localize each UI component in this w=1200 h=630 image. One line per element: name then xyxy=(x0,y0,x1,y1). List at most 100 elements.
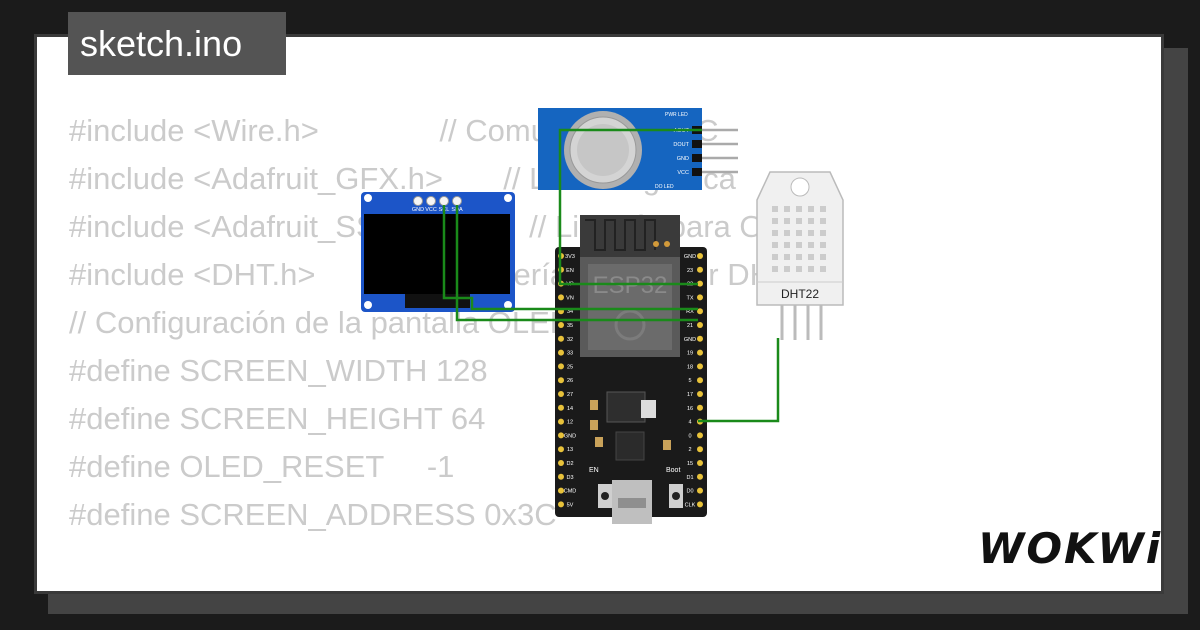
esp32-pin[interactable] xyxy=(697,501,703,508)
dht22-vent xyxy=(772,254,778,260)
dht22-vent xyxy=(796,242,802,248)
dht22-vent xyxy=(772,266,778,272)
esp32-pin[interactable] xyxy=(558,446,564,453)
wires xyxy=(442,128,780,423)
wokwi-logo: WOKWi xyxy=(978,524,1163,573)
esp32-pin[interactable] xyxy=(697,363,703,370)
esp32-pin-label: 0 xyxy=(688,433,691,439)
esp32-pin[interactable] xyxy=(558,391,564,397)
esp32-pin-label: 23 xyxy=(687,268,693,274)
dht22-vent xyxy=(784,254,790,260)
esp32-pin[interactable] xyxy=(558,335,564,342)
esp32-pin[interactable] xyxy=(558,473,564,480)
esp32-pin-label: 15 xyxy=(687,461,693,467)
file-tab-label: sketch.ino xyxy=(80,23,243,64)
esp32-pin-label: 26 xyxy=(567,378,573,384)
esp32-pin[interactable] xyxy=(558,349,564,356)
file-tab[interactable]: sketch.ino xyxy=(68,12,286,75)
esp32-pin[interactable] xyxy=(558,418,564,425)
oled-pin-label: VCC xyxy=(425,207,437,213)
dht22-vent xyxy=(772,218,778,224)
esp32-chip-label: ESP32 xyxy=(593,272,668,299)
esp32-pin[interactable] xyxy=(697,308,703,315)
esp32-pin-label: 18 xyxy=(687,364,693,370)
esp32-pin[interactable] xyxy=(558,322,564,328)
esp32-pin-label: 14 xyxy=(567,406,573,412)
wire-oled-scl xyxy=(442,205,698,311)
esp32-pin[interactable] xyxy=(558,487,564,494)
gas-pin-header[interactable] xyxy=(692,140,702,148)
oled-pin[interactable] xyxy=(439,196,449,206)
esp32-pin-label: 33 xyxy=(567,351,573,357)
wire-gas-aout xyxy=(558,128,702,286)
esp32-pin-label: D1 xyxy=(686,475,693,481)
dht22-vent xyxy=(772,242,778,248)
esp32-pin[interactable] xyxy=(697,253,703,259)
esp32-pin[interactable] xyxy=(697,294,703,301)
esp32-pin[interactable] xyxy=(697,391,703,397)
esp32-pin[interactable] xyxy=(697,432,703,439)
esp32-pin[interactable] xyxy=(558,294,564,301)
code-line: #define SCREEN_HEIGHT 64 xyxy=(69,401,486,436)
esp32-pin[interactable] xyxy=(697,473,703,480)
oled-pin-label: GND xyxy=(412,207,424,213)
esp32-pin[interactable] xyxy=(697,349,703,356)
dht22-vent xyxy=(784,218,790,224)
code-line: #define SCREEN_WIDTH 128 xyxy=(69,353,488,388)
gas-pin-header[interactable] xyxy=(692,168,702,176)
wire-oled-sda xyxy=(455,205,698,322)
dht22-vent xyxy=(784,242,790,248)
esp32-pin[interactable] xyxy=(558,404,564,411)
esp32-pin[interactable] xyxy=(697,280,703,287)
gas-pin-label: DOUT xyxy=(673,142,689,148)
esp32-pin[interactable] xyxy=(697,322,703,328)
oled-pin[interactable] xyxy=(426,196,436,206)
dht22-vent xyxy=(808,254,814,260)
esp32-pin-label: 19 xyxy=(687,351,693,357)
esp32-pin-label: RX xyxy=(686,309,694,315)
esp32-pin[interactable] xyxy=(697,266,703,273)
dht22-vent xyxy=(820,218,826,224)
esp32-pin-label: 27 xyxy=(567,392,573,398)
esp32-board[interactable]: ESP32 EN Boot 3V3ENVPVN34353233252627141… xyxy=(555,215,707,524)
oled-pin[interactable] xyxy=(452,196,462,206)
esp32-pin-label: D3 xyxy=(566,475,573,481)
esp32-pin-label: 17 xyxy=(687,392,693,398)
dht22-vent xyxy=(820,254,826,260)
dht22-vent xyxy=(808,242,814,248)
dht22-vent xyxy=(820,230,826,236)
esp32-pin-label: 25 xyxy=(567,364,573,370)
esp32-pin[interactable] xyxy=(558,377,564,384)
dht22-vent xyxy=(772,230,778,236)
esp32-pin[interactable] xyxy=(697,487,703,494)
gas-pin-label: VCC xyxy=(677,170,689,176)
esp32-pin[interactable] xyxy=(697,460,703,466)
esp32-pin-label: TX xyxy=(686,295,693,301)
esp32-pin[interactable] xyxy=(558,432,564,439)
dht22-vent xyxy=(796,266,802,272)
esp32-pin-label: 13 xyxy=(567,447,573,453)
oled-pin[interactable] xyxy=(413,196,423,206)
esp32-pin[interactable] xyxy=(558,501,564,508)
esp32-pin-label: D0 xyxy=(686,489,693,495)
gas-pin-header[interactable] xyxy=(692,154,702,162)
esp32-pin-label: 5V xyxy=(567,502,574,508)
esp32-pin[interactable] xyxy=(697,404,703,411)
esp32-pin-label: 16 xyxy=(687,406,693,412)
esp32-pin-label: 4 xyxy=(688,420,691,426)
esp32-pin[interactable] xyxy=(697,335,703,342)
esp32-pin[interactable] xyxy=(558,363,564,370)
esp32-pin-label: CMD xyxy=(564,489,577,495)
code-line: #define SCREEN_ADDRESS 0x3C xyxy=(69,497,557,532)
do-led-label: DO LED xyxy=(655,184,674,190)
dht22-sensor[interactable]: DHT22 xyxy=(756,171,844,340)
dht22-label: DHT22 xyxy=(781,287,819,301)
esp32-pin[interactable] xyxy=(697,377,703,384)
dht22-vent xyxy=(796,230,802,236)
esp32-pin[interactable] xyxy=(697,446,703,453)
boot-label: Boot xyxy=(666,467,680,474)
esp32-pin[interactable] xyxy=(558,460,564,466)
